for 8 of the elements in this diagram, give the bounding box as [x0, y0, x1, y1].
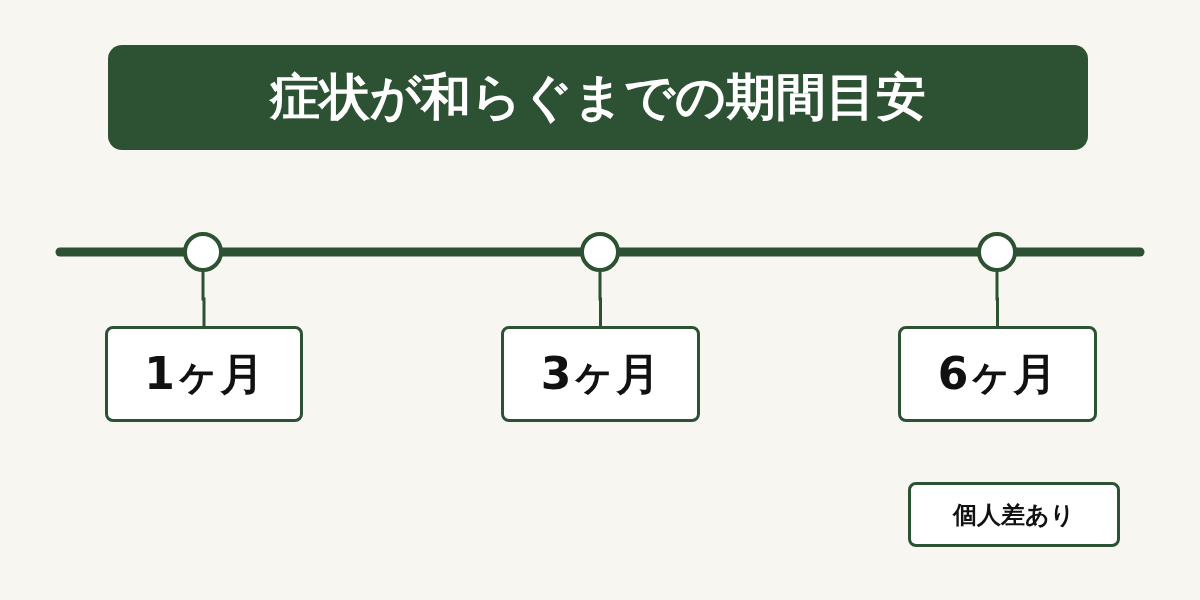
connector-line — [598, 272, 602, 326]
connector-line — [995, 272, 999, 326]
period-box: 6ヶ月 — [898, 326, 1097, 422]
note-box: 個人差あり — [908, 482, 1120, 547]
title-banner: 症状が和らぐまでの期間目安 — [108, 45, 1088, 150]
connector-line — [201, 272, 206, 326]
period-box: 3ヶ月 — [501, 326, 700, 422]
period-box: 1ヶ月 — [105, 326, 303, 422]
